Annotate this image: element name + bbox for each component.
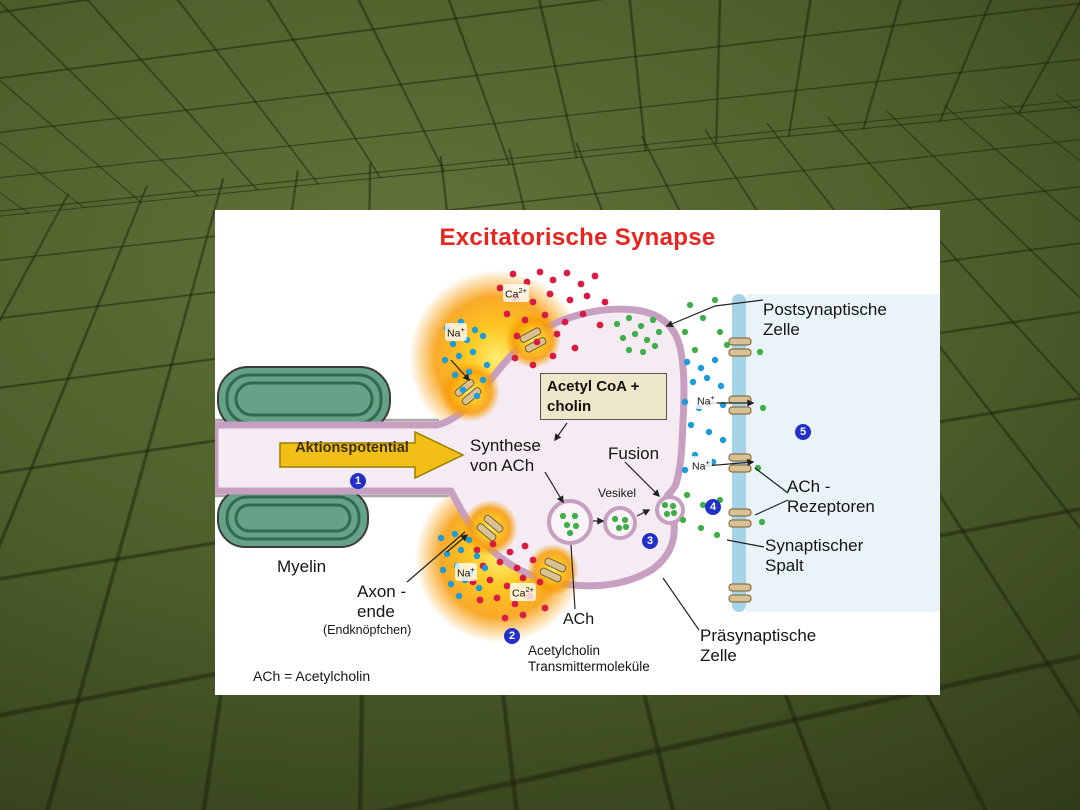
action-potential-label: Aktionspotential: [295, 440, 409, 456]
acetyl-coa-box-line1: Acetyl CoA +: [547, 378, 640, 395]
ach-label: ACh: [563, 611, 595, 628]
sodium-ion-dots: [437, 318, 727, 600]
sodium-label-right-upper: Na+: [695, 391, 717, 409]
ca-sup: 2+: [525, 585, 534, 594]
calcium-label-top: Ca2+: [503, 284, 529, 302]
synapse-diagram-image: Excitatorische Synapse Aktionspotential …: [215, 210, 940, 695]
abbreviation-note: ACh = Acetylcholin: [253, 668, 371, 684]
ca-base: Ca: [512, 587, 526, 600]
na-base: Na: [697, 395, 711, 408]
acetyl-coa-box-line2: cholin: [547, 397, 592, 415]
na-sup: +: [705, 458, 710, 467]
step-badge-2: 2: [504, 628, 520, 644]
na-sup: +: [710, 393, 715, 402]
synthesis-label: Synthese von ACh: [470, 436, 541, 476]
na-sup: +: [470, 565, 475, 574]
na-base: Na: [692, 460, 706, 473]
calcium-label-bottom: Ca2+: [510, 583, 536, 601]
myelin-sheath: [215, 366, 449, 548]
sodium-label-bottom-left: Na+: [455, 563, 477, 581]
na-sup: +: [460, 325, 465, 334]
ca-base: Ca: [505, 288, 519, 301]
synaptic-cleft-label: Synaptischer Spalt: [765, 536, 864, 576]
na-base: Na: [457, 567, 471, 580]
ca-sup: 2+: [518, 286, 527, 295]
fusion-label: Fusion: [608, 444, 660, 463]
leader-lines-and-arrows: [406, 299, 789, 631]
ach-molecule-dots: [559, 296, 767, 539]
slide-title: Excitatorische Synapse: [439, 224, 716, 251]
postsynaptic-membrane: [732, 294, 746, 612]
myelin-label: Myelin: [277, 557, 327, 576]
axon-end-sublabel: (Endknöpfchen): [323, 623, 412, 637]
postsynaptic-cell-label: Postsynaptische Zelle: [763, 300, 887, 340]
action-potential-arrow: [279, 430, 465, 480]
step-badge-3: 3: [642, 533, 658, 549]
ach-receptors-label: ACh - Rezeptoren: [787, 477, 875, 517]
vesicle-label: Vesikel: [598, 486, 637, 500]
transmitter-note-label: Acetylcholin Transmittermoleküle: [528, 643, 650, 674]
postsynaptic-cell-area: [746, 294, 940, 612]
calcium-ion-dots: [469, 268, 609, 622]
step-badge-5: 5: [795, 424, 811, 440]
step-badge-4: 4: [705, 499, 721, 515]
sodium-label-right-lower: Na+: [690, 456, 712, 474]
presynaptic-cell-label: Präsynaptische Zelle: [700, 626, 817, 666]
axon-end-label: Axon - ende: [357, 582, 407, 622]
na-base: Na: [447, 327, 461, 340]
presynaptic-ion-channels: [454, 327, 567, 583]
step-badge-1: 1: [350, 473, 366, 489]
acetyl-coa-box: Acetyl CoA + cholin: [540, 373, 667, 420]
sodium-label-top-left: Na+: [445, 323, 467, 341]
